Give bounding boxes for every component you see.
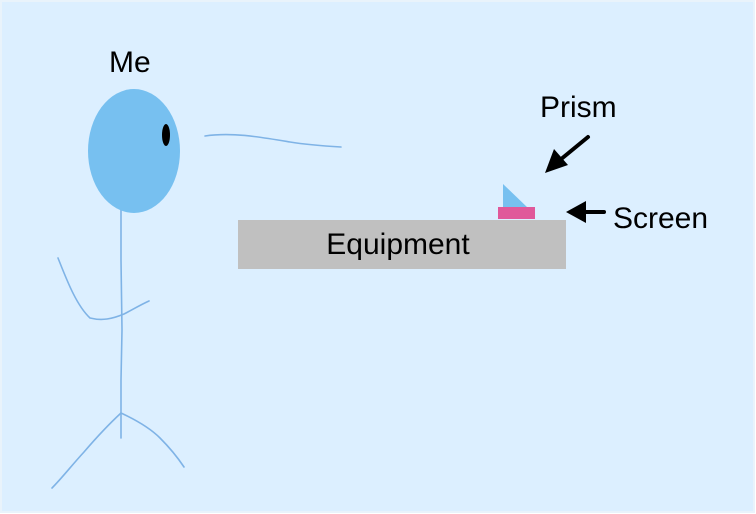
gaze-line bbox=[204, 133, 342, 148]
screen-shape bbox=[498, 207, 535, 219]
stick-figure-body bbox=[120, 199, 123, 439]
stick-figure-left-leg bbox=[51, 412, 122, 489]
me-label: Me bbox=[109, 46, 151, 79]
prism-arrow-icon bbox=[545, 135, 590, 173]
stick-figure bbox=[51, 133, 342, 489]
stick-figure-head bbox=[88, 89, 180, 213]
equipment-label: Equipment bbox=[326, 227, 470, 261]
stick-figure-right-leg bbox=[120, 412, 185, 468]
stick-figure-eye bbox=[162, 124, 170, 146]
stick-figure-arms bbox=[57, 257, 150, 321]
prism-label: Prism bbox=[540, 91, 617, 124]
equipment-block: Equipment bbox=[238, 220, 566, 269]
screen-label: Screen bbox=[613, 202, 709, 235]
prism-shape bbox=[503, 184, 528, 208]
screen-arrow-icon bbox=[566, 201, 606, 223]
